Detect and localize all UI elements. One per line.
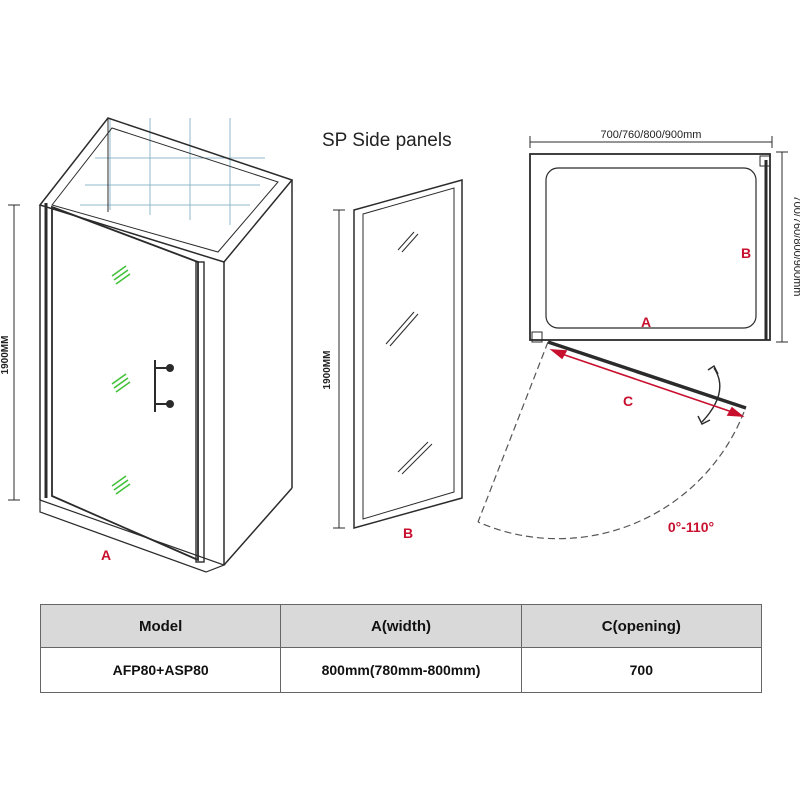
spec-table: Model A(width) C(opening) AFP80+ASP80 80… [39, 604, 763, 693]
spec-table-header-row: Model A(width) C(opening) [39, 604, 763, 648]
side-panel-height-dimension [333, 209, 345, 529]
cell-width: 800mm(780mm-800mm) [280, 647, 522, 693]
plan-b-label: B [741, 245, 751, 261]
side-panel-width-label: B [403, 525, 413, 541]
panel-title: SP Side panels [322, 130, 452, 151]
plan-view [477, 136, 788, 540]
shower-tray-outer [529, 153, 771, 341]
swing-angle-label: 0°-110° [668, 519, 714, 535]
header-model: Model [39, 604, 282, 648]
enclosure-3d-view [8, 117, 294, 573]
side-panel-frame [353, 179, 463, 529]
enclosure-width-label: A [101, 547, 111, 563]
side-panel-view [333, 179, 463, 529]
plan-opening-dimension [549, 349, 745, 417]
side-panel-glass [362, 187, 455, 520]
header-opening: C(opening) [520, 604, 763, 648]
plan-width-dimension [529, 136, 773, 148]
plan-depth-label: 700/760/800/900mm [791, 196, 800, 297]
plan-open-door [547, 340, 747, 410]
enclosure-height-dimension [8, 204, 20, 501]
enclosure-top-opening [38, 117, 294, 263]
side-panel-glass-marks [385, 231, 433, 475]
plan-a-label: A [641, 314, 651, 330]
plan-c-label: C [623, 393, 633, 409]
enclosure-top-inner [51, 127, 279, 253]
door-panel [51, 205, 199, 562]
side-panel-height-label: 1900MM [322, 351, 333, 390]
shower-tray-basin [545, 167, 757, 329]
door-handle [154, 360, 174, 412]
cell-model: AFP80+ASP80 [39, 647, 282, 693]
header-width: A(width) [280, 604, 522, 648]
plan-depth-dimension [776, 151, 788, 343]
plan-width-label: 700/760/800/900mm [601, 129, 702, 141]
swing-arrow-icon [697, 364, 721, 425]
cell-opening: 700 [520, 647, 763, 693]
table-row: AFP80+ASP80 800mm(780mm-800mm) 700 [39, 647, 763, 693]
plan-swing-arc [477, 411, 745, 540]
enclosure-floor [39, 499, 226, 573]
glass-reflection-marks [111, 265, 131, 495]
enclosure-height-label: 1900MM [0, 336, 11, 375]
